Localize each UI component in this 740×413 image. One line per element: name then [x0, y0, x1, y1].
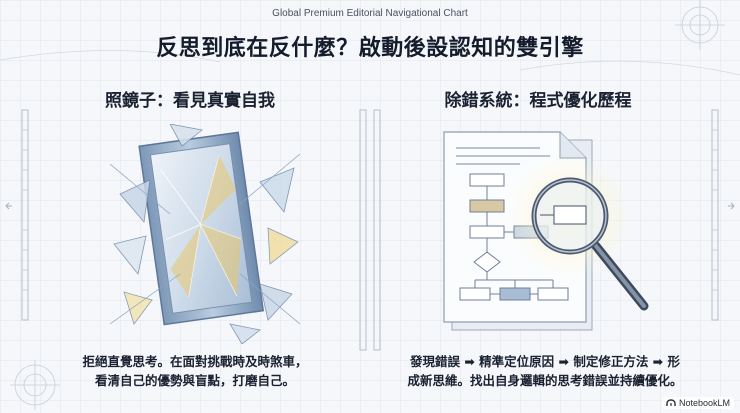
panel-heading-mirror: 照鏡子：看見真實自我: [105, 91, 275, 111]
chart-supertitle: Global Premium Editorial Navigational Ch…: [272, 8, 468, 19]
caption-line: 發現錯誤 ➡ 精準定位原因 ➡ 制定修正方法 ➡ 形: [409, 354, 681, 369]
notebooklm-badge: NotebookLM: [661, 397, 734, 409]
caption-line: 看清自己的優勢與盲點，打磨自己。: [94, 373, 295, 388]
caption-line: 拒絕直覺思考。在面對挑戰時及時煞車，: [82, 354, 308, 369]
notebooklm-icon: [666, 399, 676, 406]
caption-line: 成新思維。找出自身邏輯的思考錯誤並持續優化。: [407, 373, 683, 388]
panel-caption-debug: 發現錯誤 ➡ 精準定位原因 ➡ 制定修正方法 ➡ 形 成新思維。找出自身邏輯的思…: [395, 352, 695, 390]
page-title: 反思到底在反什麼？啟動後設認知的雙引擎: [156, 36, 584, 61]
flowchart-document-magnifier-illustration: [443, 131, 649, 331]
shattered-mirror-illustration: [110, 124, 300, 344]
panel-caption-mirror: 拒絕直覺思考。在面對挑戰時及時煞車， 看清自己的優勢與盲點，打磨自己。: [60, 352, 330, 390]
badge-label: NotebookLM: [678, 398, 730, 408]
panel-heading-debug: 除錯系統：程式優化歷程: [444, 91, 632, 111]
